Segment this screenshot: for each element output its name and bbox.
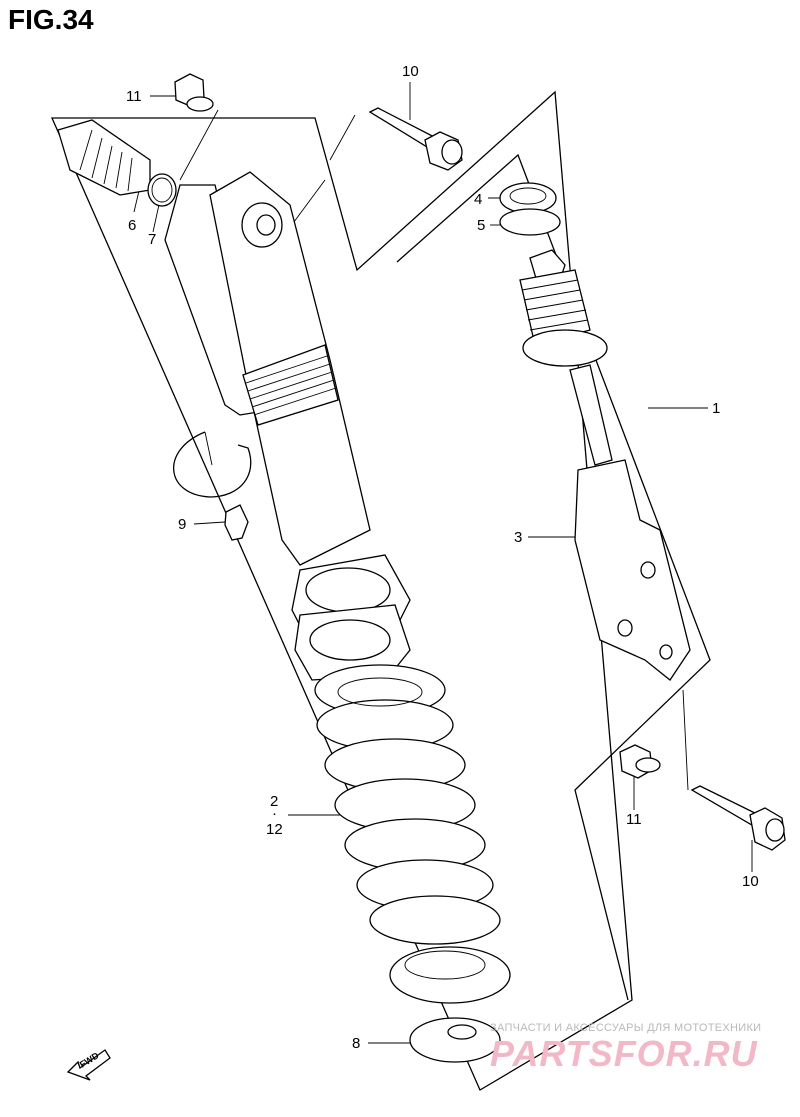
clevis-3 <box>574 459 691 681</box>
group-frame-left <box>51 90 633 1091</box>
fwd-arrow-icon <box>66 1049 111 1081</box>
callout-11-bottom: 11 <box>626 811 642 828</box>
nut-11-top <box>174 73 214 112</box>
callout-6: 6 <box>128 217 137 234</box>
callout-5: 5 <box>477 217 486 234</box>
snap-ring <box>173 431 252 498</box>
cap-4-ring-5 <box>499 182 561 236</box>
callout-8: 8 <box>352 1035 361 1052</box>
callout-10-bottom: 10 <box>742 873 759 890</box>
callout-9: 9 <box>178 516 187 533</box>
watermark-tagline: ЗАПЧАСТИ И АКСЕССУАРЫ ДЛЯ МОТОТЕХНИКИ <box>490 1022 762 1034</box>
callout-11-top: 11 <box>126 88 142 105</box>
bolt-10-top <box>368 107 463 171</box>
bolt-10-bottom <box>690 785 786 851</box>
spring-seat <box>389 946 511 1004</box>
bumper-8 <box>409 1017 501 1063</box>
callout-7: 7 <box>148 231 157 248</box>
callout-10-top: 10 <box>402 63 419 80</box>
valve-cap-9 <box>224 504 249 541</box>
spring-2-12 <box>314 664 501 945</box>
figure-title: FIG.34 <box>8 4 94 35</box>
callout-dot: · <box>272 805 277 822</box>
callout-4: 4 <box>474 191 483 208</box>
nut-11-bottom <box>619 744 661 779</box>
callout-2: 2 <box>270 793 279 810</box>
boot-6 <box>57 119 151 196</box>
leader-lines <box>133 82 753 1044</box>
shock-body <box>209 171 371 566</box>
callout-12: 12 <box>266 821 283 838</box>
damper-rod-1 <box>519 249 613 466</box>
watermark-brand: PARTSFOR.RU <box>490 1033 758 1074</box>
group-frame-right <box>396 153 711 1001</box>
callout-3: 3 <box>514 529 523 546</box>
lock-nuts <box>291 554 411 681</box>
callout-1: 1 <box>712 400 721 417</box>
